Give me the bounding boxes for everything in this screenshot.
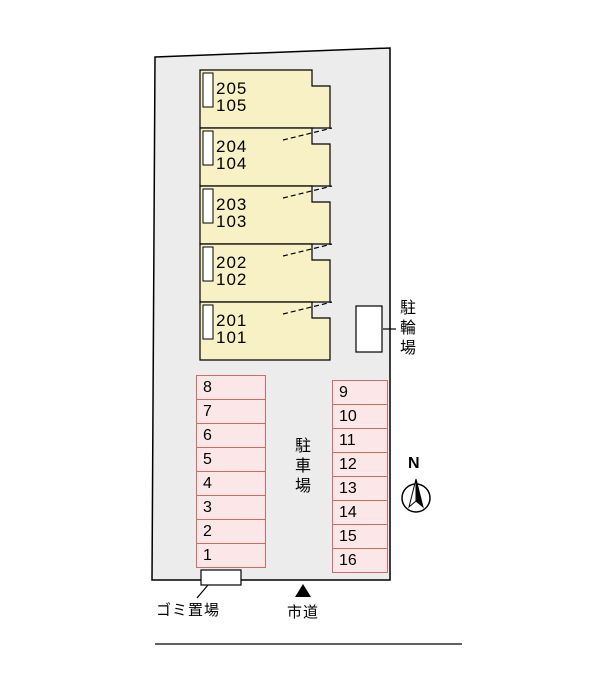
unit-lower-number: 103 (216, 212, 248, 231)
garbage-label-connector (196, 584, 209, 599)
overhang-dashed-line (282, 185, 333, 199)
unit-upper-number: 203 (216, 195, 248, 214)
parking-space: 12 (332, 452, 388, 477)
road-entrance-marker (295, 584, 311, 597)
parking-space: 1 (196, 543, 266, 568)
parking-space: 9 (332, 380, 388, 405)
unit-upper-number: 202 (216, 253, 248, 272)
city-road-label: 市道 (287, 604, 320, 621)
unit-footprint-201 (199, 301, 331, 361)
parking-column-right: 9 10 11 12 13 14 15 16 (332, 380, 388, 573)
parking-space: 2 (196, 519, 266, 544)
parking-space: 13 (332, 476, 388, 501)
garbage-area-label: ゴミ置場 (156, 602, 221, 619)
car-parking-label: 駐車場 (292, 437, 309, 497)
parking-column-left: 8 7 6 5 4 3 2 1 (196, 375, 266, 568)
parking-space: 11 (332, 428, 388, 453)
parking-space: 6 (196, 423, 266, 448)
unit-label-204-104: 204 104 (216, 138, 247, 172)
unit-label-203-103: 203 103 (216, 196, 247, 230)
parking-space: 16 (332, 548, 388, 573)
unit-entry-strip (202, 304, 214, 340)
compass-icon (401, 478, 431, 513)
parking-space: 7 (196, 399, 266, 424)
unit-label-202-102: 202 102 (216, 254, 247, 288)
overhang-dashed-line (282, 127, 333, 141)
overhang-dashed-line (282, 301, 333, 315)
unit-entry-strip (202, 188, 214, 224)
unit-lower-number: 101 (216, 328, 248, 347)
parking-space: 14 (332, 500, 388, 525)
unit-label-201-101: 201 101 (216, 312, 247, 346)
building-units (199, 69, 333, 361)
compass-needle-east (415, 478, 424, 509)
north-label: N (408, 455, 420, 472)
unit-upper-number: 205 (216, 79, 248, 98)
bicycle-parking-label: 駐輪場 (397, 299, 414, 359)
unit-entry-strip (202, 130, 214, 166)
unit-lower-number: 102 (216, 270, 248, 289)
parking-space: 5 (196, 447, 266, 472)
parking-space: 4 (196, 471, 266, 496)
parking-space: 3 (196, 495, 266, 520)
unit-lower-number: 105 (216, 96, 248, 115)
unit-label-205-105: 205 105 (216, 80, 247, 114)
parking-space: 8 (196, 375, 266, 400)
bicycle-parking-area (355, 305, 383, 353)
unit-upper-number: 201 (216, 311, 248, 330)
unit-upper-number: 204 (216, 137, 248, 156)
unit-entry-strip (202, 246, 214, 282)
parking-space: 15 (332, 524, 388, 549)
unit-lower-number: 104 (216, 154, 248, 173)
unit-entry-strip (202, 72, 214, 108)
parking-space: 10 (332, 404, 388, 429)
garbage-area (200, 569, 242, 586)
overhang-dashed-line (282, 243, 333, 257)
